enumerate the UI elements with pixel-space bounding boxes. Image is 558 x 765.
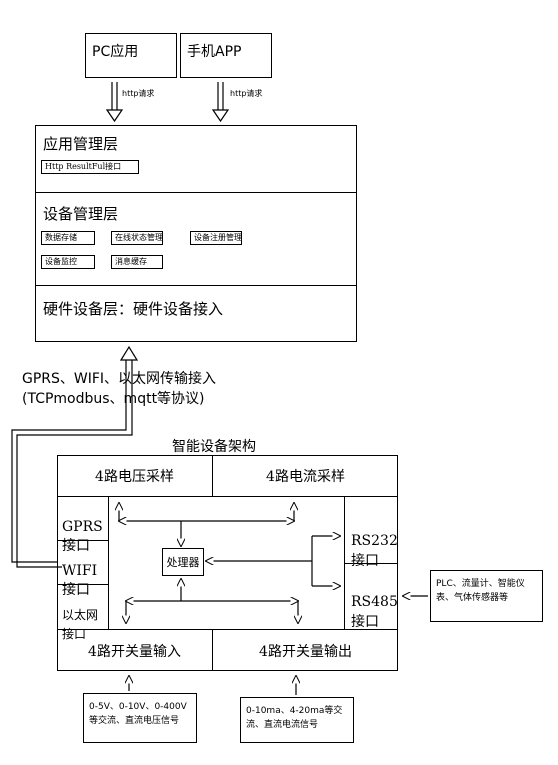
current-sampling-label: 4路电流采样 <box>266 468 345 485</box>
rs485-interface-label: RS485 接口 <box>351 594 398 630</box>
module-device-monitor: 设备监控 <box>41 255 95 269</box>
rs485-interface-cell: RS485 接口 <box>344 564 398 630</box>
app-layer-title: 应用管理层 <box>43 135 119 153</box>
http-arrow-mobile <box>211 82 230 123</box>
internal-bottom-bus <box>126 579 298 623</box>
processor-label: 处理器 <box>166 556 200 569</box>
voltage-sampling-cell: 4路电压采样 <box>57 455 213 497</box>
external-sensors-label: PLC、流量计、智能仪表、气体传感器等 <box>436 579 525 603</box>
gprs-interface-label: GPRS 接口 <box>62 519 103 554</box>
rs232-interface-cell: RS232 接口 <box>344 497 398 569</box>
layer-divider-1 <box>35 192 357 193</box>
switch-input-label: 4路开关量输入 <box>88 643 181 660</box>
device-arch-frame <box>57 455 398 671</box>
voltage-input-label: 0-5V、0-10V、0-400V等交流、直流电压信号 <box>89 702 187 726</box>
external-sensors-box: PLC、流量计、智能仪表、气体传感器等 <box>430 570 543 622</box>
http-interface-tag: Http ResultFul接口 <box>41 160 139 174</box>
ethernet-interface-cell: 以太网 接口 <box>57 585 109 641</box>
wifi-interface-cell: WIFI 接口 <box>57 541 109 598</box>
voltage-sampling-label: 4路电压采样 <box>95 468 174 485</box>
internal-right-bus <box>206 536 340 586</box>
internal-top-bus <box>119 503 294 546</box>
transport-line-1: GPRS、WIFI、以太网传输接入 <box>22 371 217 387</box>
transport-line-2: (TCPmodbus、mqtt等协议) <box>22 391 205 407</box>
device-arch-title: 智能设备架构 <box>172 439 256 455</box>
current-sampling-cell: 4路电流采样 <box>213 455 398 497</box>
current-input-box: 0-10ma、4-20ma等交流、直流电流信号 <box>240 697 354 743</box>
module-message-cache: 消息缓存 <box>111 255 163 269</box>
switch-output-cell: 4路开关量输出 <box>213 629 398 671</box>
mobile-app-label: 手机APP <box>187 44 242 60</box>
mobile-app-box: 手机APP <box>180 33 272 78</box>
switch-output-label: 4路开关量输出 <box>259 643 352 660</box>
rs232-interface-label: RS232 接口 <box>351 533 398 569</box>
http-request-label-2: http请求 <box>230 89 263 98</box>
layer-divider-2 <box>35 285 357 286</box>
module-device-registration: 设备注册管理 <box>190 231 242 245</box>
gprs-interface-cell: GPRS 接口 <box>57 497 109 554</box>
hardware-layer-title: 硬件设备层：硬件设备接入 <box>43 300 224 318</box>
http-arrow-pc <box>105 82 124 123</box>
switch-input-cell: 4路开关量输入 <box>57 629 213 671</box>
device-layer-title: 设备管理层 <box>43 205 119 223</box>
pc-app-box: PC应用 <box>85 33 177 78</box>
module-data-storage: 数据存储 <box>41 231 95 245</box>
current-input-label: 0-10ma、4-20ma等交流、直流电流信号 <box>246 706 343 730</box>
processor-box: 处理器 <box>162 548 204 576</box>
module-online-status: 在线状态管理 <box>111 231 163 245</box>
wifi-interface-label: WIFI 接口 <box>62 563 98 598</box>
voltage-input-box: 0-5V、0-10V、0-400V等交流、直流电压信号 <box>83 693 197 743</box>
pc-app-label: PC应用 <box>92 44 139 60</box>
http-request-label-1: http请求 <box>122 89 155 98</box>
ethernet-interface-label: 以太网 接口 <box>62 608 99 641</box>
transport-path <box>11 345 139 568</box>
